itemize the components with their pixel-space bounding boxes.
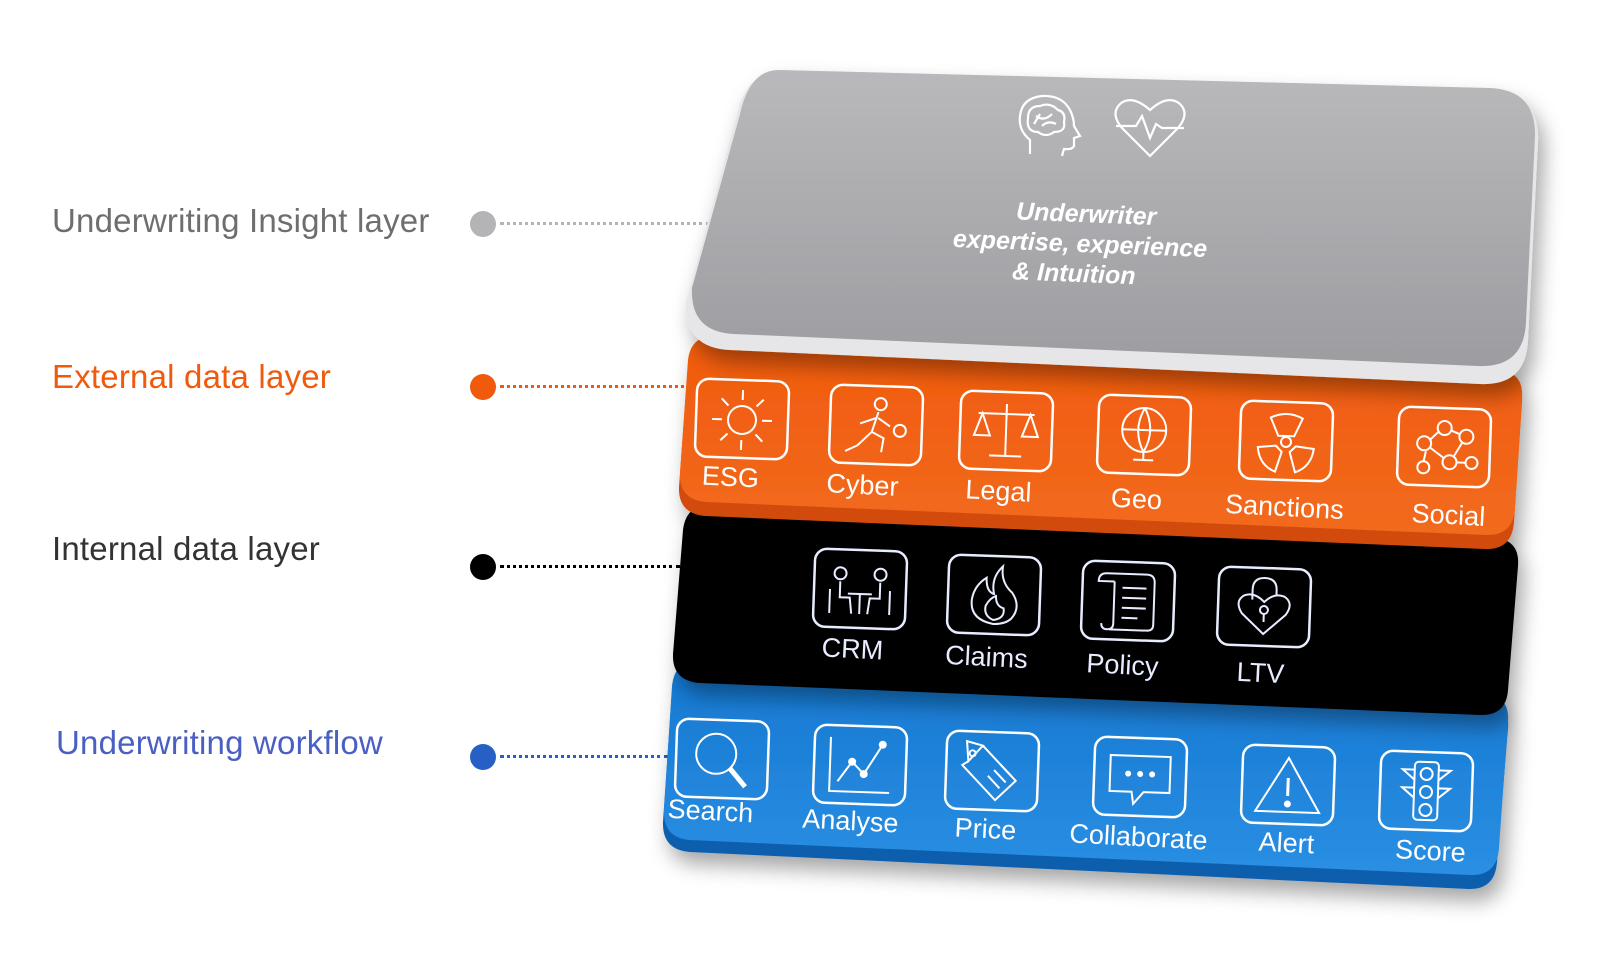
workflow-item-price: Price xyxy=(954,812,1017,845)
connector-workflow xyxy=(500,755,668,758)
running-thief-icon xyxy=(827,383,925,467)
scales-icon xyxy=(957,389,1055,473)
label-insight-layer: Underwriting Insight layer xyxy=(52,202,430,239)
dot-workflow xyxy=(470,744,496,770)
external-item-social: Social xyxy=(1411,498,1486,532)
workflow-slab xyxy=(662,659,1509,890)
connector-insight xyxy=(500,222,710,225)
internal-icons xyxy=(811,547,1313,649)
workflow-item-alert: Alert xyxy=(1258,827,1316,860)
heart-lock-icon xyxy=(1215,565,1313,649)
fire-icon xyxy=(945,553,1043,637)
sun-icon xyxy=(693,377,791,461)
heart-pulse-icon xyxy=(1114,99,1186,158)
workflow-item-score: Score xyxy=(1394,834,1466,868)
warning-triangle-icon xyxy=(1239,743,1337,827)
external-item-legal: Legal xyxy=(965,474,1033,507)
external-item-geo: Geo xyxy=(1110,483,1163,516)
chat-bubble-icon xyxy=(1091,735,1189,819)
globe-icon xyxy=(1095,393,1193,477)
price-tag-icon xyxy=(943,729,1041,813)
dot-external xyxy=(470,374,496,400)
connector-external xyxy=(500,385,692,388)
external-item-sanctions: Sanctions xyxy=(1224,489,1344,525)
label-external-layer: External data layer xyxy=(52,358,331,395)
internal-item-policy: Policy xyxy=(1086,648,1160,682)
magnifier-icon xyxy=(673,717,771,801)
brain-head-icon xyxy=(1018,94,1082,157)
external-item-cyber: Cyber xyxy=(826,468,900,502)
dot-insight xyxy=(470,211,496,237)
workflow-icons xyxy=(673,717,1475,833)
traffic-light-icon xyxy=(1377,749,1475,833)
line-chart-icon xyxy=(811,723,909,807)
external-item-esg: ESG xyxy=(701,461,760,494)
label-internal-layer: Internal data layer xyxy=(52,530,320,567)
internal-item-claims: Claims xyxy=(944,640,1028,674)
label-workflow-layer: Underwriting workflow xyxy=(56,724,383,761)
meeting-icon xyxy=(811,547,909,631)
dot-internal xyxy=(470,554,496,580)
workflow-item-search: Search xyxy=(667,794,754,828)
internal-item-crm: CRM xyxy=(821,632,884,665)
scroll-icon xyxy=(1079,559,1177,643)
connector-internal xyxy=(500,565,680,568)
workflow-item-analyse: Analyse xyxy=(802,804,900,839)
internal-item-ltv: LTV xyxy=(1236,657,1285,689)
internal-slab xyxy=(672,504,1519,716)
insight-text-line3: & Intuition xyxy=(1012,257,1137,290)
insight-slab xyxy=(685,69,1539,385)
workflow-item-collaborate: Collaborate xyxy=(1069,818,1208,855)
external-icons xyxy=(693,377,1493,489)
radiation-icon xyxy=(1237,399,1335,483)
network-icon xyxy=(1395,405,1493,489)
insight-text-line1: Underwriter xyxy=(1016,197,1159,231)
